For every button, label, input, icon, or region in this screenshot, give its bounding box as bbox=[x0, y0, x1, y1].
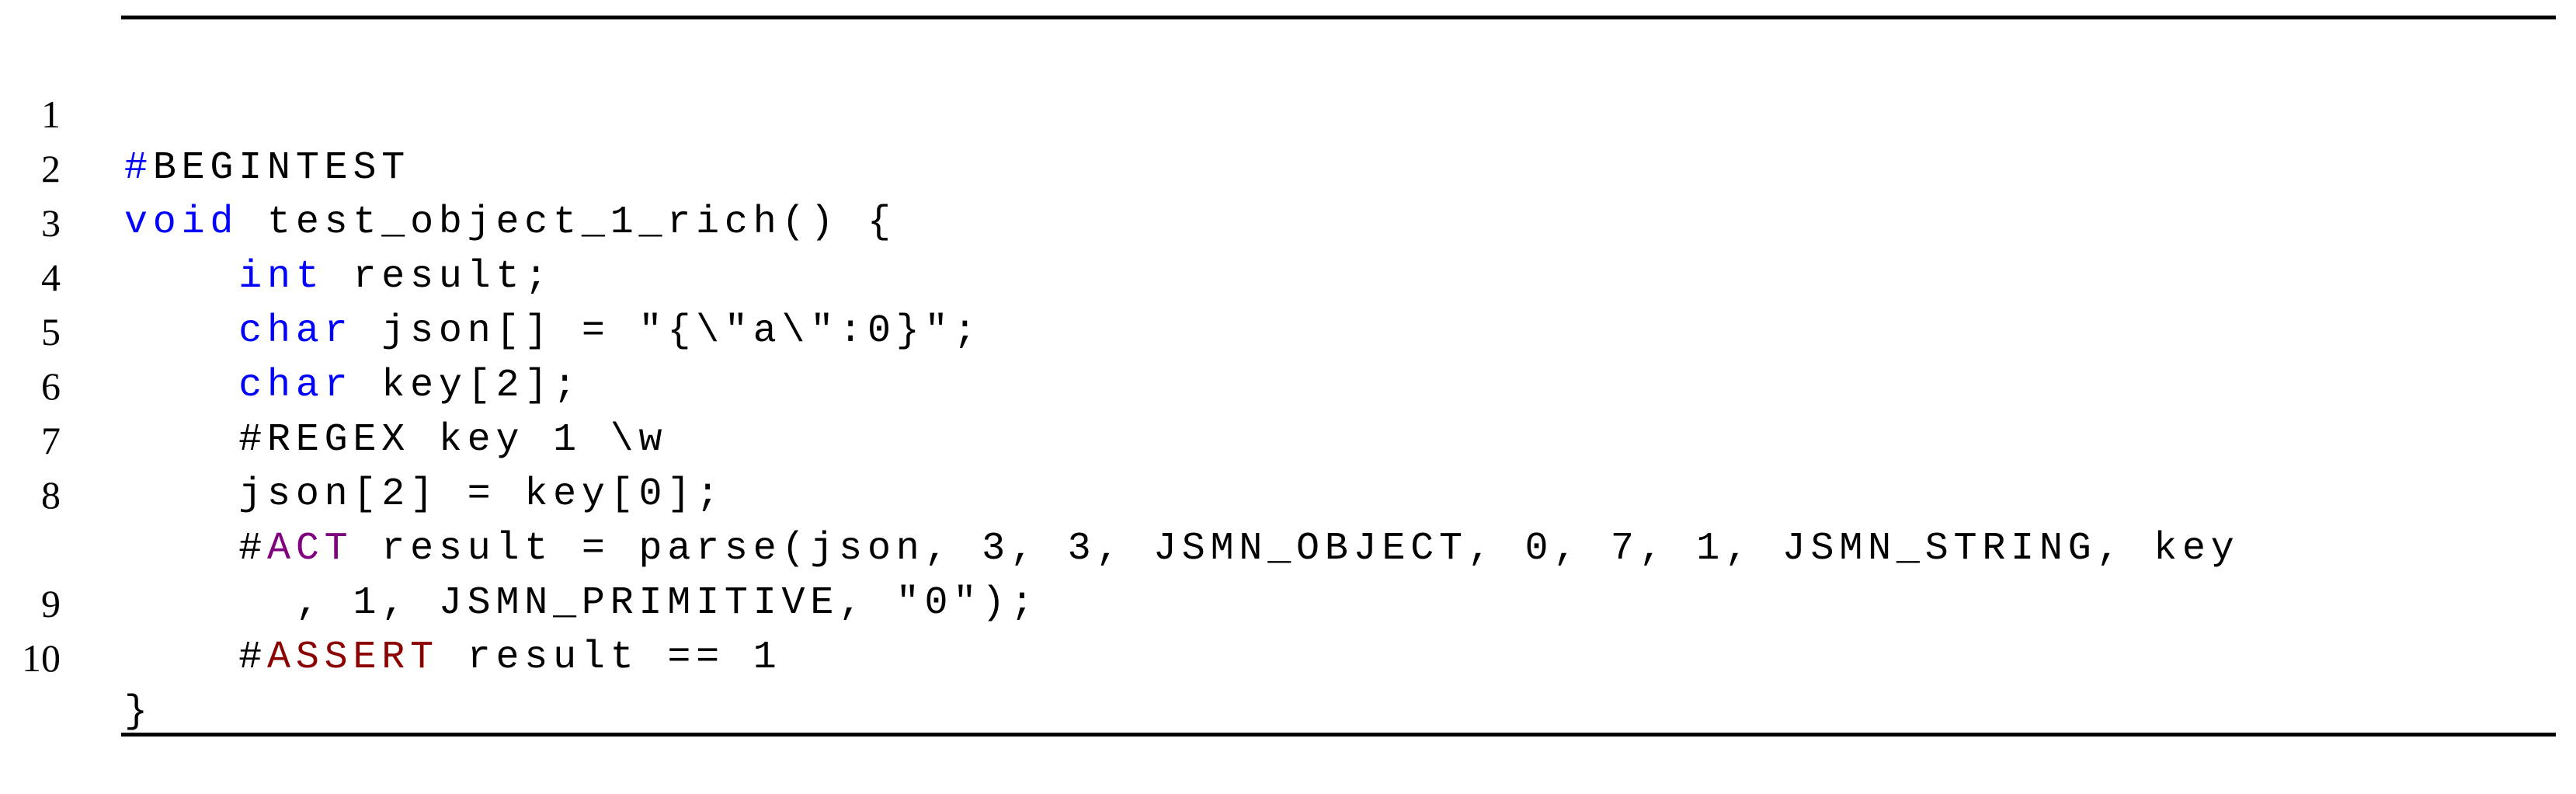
line-number: 5 bbox=[41, 310, 61, 353]
code-line-5: 5 char key[2]; bbox=[0, 250, 2576, 408]
code-text: char key[2]; bbox=[124, 359, 582, 413]
indent bbox=[124, 636, 238, 680]
parse-call-continued: , 1, JSMN_PRIMITIVE, "0"); bbox=[295, 581, 1039, 625]
code-line-8-continuation: , 1, JSMN_PRIMITIVE, "0"); bbox=[0, 468, 2576, 625]
line-number: 9 bbox=[41, 582, 61, 625]
directive-hash: # bbox=[124, 146, 153, 190]
declaration: json[] = "{\"a\":0}"; bbox=[353, 309, 982, 353]
code-line-1: 1 #BEGINTEST bbox=[0, 33, 2576, 190]
line-number: 7 bbox=[41, 419, 61, 462]
keyword-void: void bbox=[124, 200, 239, 245]
closing-brace: } bbox=[124, 690, 153, 734]
code-line-6: 6 #REGEX key 1 \w bbox=[0, 305, 2576, 462]
declaration: result; bbox=[324, 255, 554, 299]
code-line-4: 4 char json[] = "{\"a\":0}"; bbox=[0, 196, 2576, 353]
function-signature: test_object_1_rich() { bbox=[238, 200, 896, 245]
regex-directive: #REGEX key 1 \w bbox=[238, 418, 668, 462]
code-text: void test_object_1_rich() { bbox=[124, 196, 896, 250]
code-line-7: 7 json[2] = key[0]; bbox=[0, 359, 2576, 517]
line-number: 4 bbox=[41, 256, 61, 299]
keyword-int: int bbox=[238, 255, 325, 299]
code-text: } bbox=[124, 685, 153, 740]
code-line-2: 2 void test_object_1_rich() { bbox=[0, 87, 2576, 245]
assert-expression: result == 1 bbox=[438, 636, 782, 680]
code-text: #ACT result = parse(json, 3, 3, JSMN_OBJ… bbox=[124, 522, 2240, 576]
directive-begintest: BEGINTEST bbox=[152, 146, 411, 190]
code-line-8: 8 #ACT result = parse(json, 3, 3, JSMN_O… bbox=[0, 413, 2576, 571]
assignment: json[2] = key[0]; bbox=[238, 472, 725, 517]
directive-hash: # bbox=[238, 527, 268, 571]
code-text: #BEGINTEST bbox=[124, 141, 410, 196]
code-text: json[2] = key[0]; bbox=[124, 468, 725, 522]
line-number: 3 bbox=[41, 201, 61, 245]
line-number: 6 bbox=[41, 364, 61, 408]
line-number: 10 bbox=[22, 636, 61, 680]
code-listing: 1 #BEGINTEST 2 void test_object_1_rich()… bbox=[0, 33, 2576, 734]
assert-marker: ASSERT bbox=[267, 636, 439, 680]
code-line-10: 10 } bbox=[0, 576, 2576, 734]
keyword-char: char bbox=[238, 309, 353, 353]
code-text: , 1, JSMN_PRIMITIVE, "0"); bbox=[124, 576, 1039, 631]
code-text: #REGEX key 1 \w bbox=[124, 413, 667, 468]
code-text: char json[] = "{\"a\":0}"; bbox=[124, 305, 982, 359]
bottom-rule bbox=[121, 733, 2556, 737]
keyword-char: char bbox=[238, 364, 353, 408]
line-number: 8 bbox=[41, 473, 61, 517]
parse-call: result = parse(json, 3, 3, JSMN_OBJECT, … bbox=[353, 527, 2240, 571]
code-line-3: 3 int result; bbox=[0, 141, 2576, 299]
code-line-9: 9 #ASSERT result == 1 bbox=[0, 522, 2576, 680]
line-number: 1 bbox=[41, 92, 61, 136]
declaration: key[2]; bbox=[353, 364, 582, 408]
code-text: #ASSERT result == 1 bbox=[124, 631, 782, 685]
code-text: int result; bbox=[124, 250, 553, 305]
top-rule bbox=[121, 16, 2556, 19]
act-marker: ACT bbox=[267, 527, 353, 571]
line-number: 2 bbox=[41, 147, 61, 190]
directive-hash: # bbox=[238, 636, 268, 680]
